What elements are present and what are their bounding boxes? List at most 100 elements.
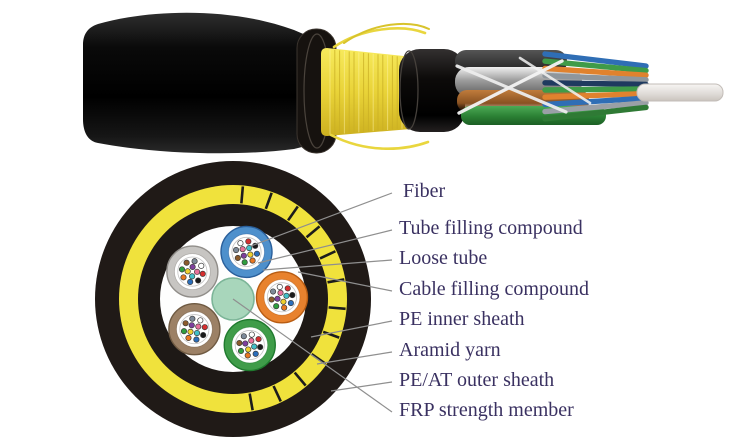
- fiber-dot: [178, 266, 186, 273]
- aramid-tick: [286, 205, 299, 222]
- loose-tube-brown: [168, 302, 221, 356]
- fiber-dot: [280, 298, 287, 305]
- aramid-stray-strand-top-2: [343, 22, 430, 44]
- aramid-tick: [240, 186, 245, 204]
- tube-inner-wall: [179, 314, 210, 345]
- fiber-dot: [233, 247, 240, 254]
- aramid-stray-strand-top: [332, 27, 427, 49]
- leader-line-pe-inner-sheath: [310, 320, 393, 338]
- leader-line-frp-strength-member: [232, 298, 393, 413]
- fiber-dot: [248, 331, 255, 338]
- cable-cross-section-diagram: [95, 161, 371, 437]
- fiber-dot: [187, 278, 194, 286]
- fiber-dot: [189, 315, 196, 322]
- fiber-tube-strand: [542, 72, 649, 83]
- aramid-tick: [293, 371, 307, 387]
- fiber-dot: [248, 337, 255, 344]
- fiber-dot: [274, 295, 281, 302]
- leader-line-tube-filling-compound: [257, 229, 393, 264]
- pe-inner-sheath-photo: [399, 49, 465, 132]
- fiber-tube-strand: [542, 104, 649, 122]
- label-tube-filling-compound: Tube filling compound: [399, 217, 583, 239]
- fiber-dot: [283, 292, 290, 299]
- fiber-dot: [237, 347, 245, 355]
- fiber-dot: [184, 268, 191, 275]
- fiber-dot: [289, 292, 296, 299]
- aramid-tick: [327, 278, 345, 284]
- label-pe-inner-sheath: PE inner sheath: [399, 308, 525, 330]
- aramid-tick: [272, 385, 282, 402]
- fiber-dot: [237, 240, 244, 247]
- fiber-dot: [257, 344, 264, 351]
- aramid-tick: [264, 192, 273, 210]
- fiber-dot: [240, 333, 247, 340]
- fiber-dot: [241, 259, 248, 266]
- loose-tube-blue: [220, 225, 273, 279]
- fiber-dot: [253, 250, 260, 257]
- fiber-dot: [277, 289, 284, 296]
- tube-inner-wall: [266, 282, 297, 313]
- fiber-dot: [242, 340, 249, 347]
- fiber-dot: [187, 328, 194, 335]
- loose-tube-green: [223, 318, 276, 372]
- fiber-dot: [240, 252, 247, 259]
- fiber-dot: [191, 258, 198, 265]
- fiber-tube-strand: [542, 95, 649, 108]
- fiber-dot: [182, 320, 189, 327]
- aramid-tick: [328, 306, 346, 311]
- fiber-tube-strand: [542, 80, 649, 88]
- fiber-dot: [236, 339, 243, 347]
- aramid-stray-strand-bottom: [329, 133, 430, 151]
- fiber-dot: [281, 304, 288, 311]
- tube-filling-compound-area: [173, 253, 211, 290]
- fiber-dot: [239, 246, 246, 253]
- fiber-tube-strand: [542, 86, 649, 93]
- tube-filling-compound-area: [263, 278, 301, 316]
- fiber-dot: [245, 346, 252, 353]
- aramid-tick: [319, 250, 336, 260]
- fiber-dot: [197, 317, 204, 324]
- fiber-dot: [249, 257, 256, 264]
- fiber-dot: [194, 268, 201, 275]
- fiber-dot: [244, 352, 251, 359]
- fiber-tube-fan: [542, 51, 649, 122]
- fiber-dot: [189, 273, 196, 280]
- fiber-dot: [199, 270, 206, 277]
- label-frp-strength-member: FRP strength member: [399, 399, 574, 421]
- tube-filling-compound-area: [231, 326, 269, 364]
- fiber-dot: [200, 332, 207, 339]
- loose-tube-orange: [255, 271, 309, 324]
- leader-line-fiber: [250, 192, 393, 247]
- outer-jacket-body: [83, 12, 322, 154]
- tube-inner-wall: [234, 330, 265, 361]
- tube-inner-wall: [231, 236, 262, 267]
- fiber-dot: [245, 238, 252, 245]
- aramid-tick: [310, 352, 327, 365]
- fiber-dot: [198, 262, 205, 269]
- leader-line-aramid-yarn: [316, 351, 393, 365]
- fiber-dot: [234, 254, 241, 262]
- aramid-tick: [305, 225, 321, 239]
- aramid-tick: [248, 393, 254, 411]
- fiber-dot: [246, 244, 253, 252]
- binder-thread-x3: [518, 56, 592, 105]
- label-aramid-yarn: Aramid yarn: [399, 339, 501, 361]
- aramid-tick: [322, 330, 340, 339]
- leader-line-cable-filling-compound: [297, 271, 393, 292]
- fiber-dot: [251, 343, 258, 350]
- cable-photo: [83, 12, 724, 154]
- fiber-dot: [252, 350, 259, 357]
- fiber-dot: [201, 324, 208, 331]
- label-cable-filling-compound: Cable filling compound: [399, 278, 589, 300]
- fiber-dot: [268, 296, 275, 303]
- leader-line-pe-at-outer-sheath: [330, 381, 393, 392]
- fiber-dot: [189, 263, 196, 270]
- fiber-dot: [185, 334, 192, 342]
- fiber-dot: [195, 323, 202, 330]
- fiber-dot: [273, 303, 280, 310]
- binder-thread-x2: [455, 64, 568, 114]
- fiber-dot: [183, 259, 190, 266]
- frp-rod-photo: [636, 83, 724, 102]
